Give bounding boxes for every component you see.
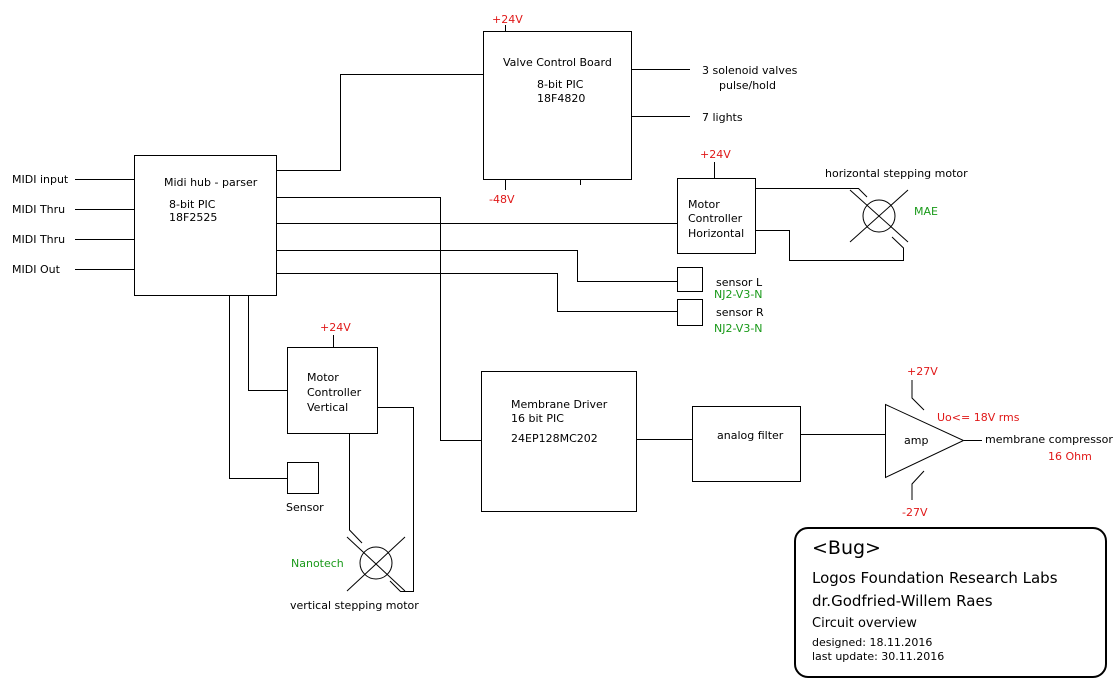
analog-filter-label: analog filter — [717, 429, 784, 442]
sensor-r-label: sensor R — [716, 306, 764, 319]
midi-thru-label-1: MIDI Thru — [12, 203, 66, 216]
amp-triangle — [885, 403, 965, 479]
solenoids-mode-label: pulse/hold — [719, 79, 776, 92]
analog-filter-box — [692, 406, 801, 482]
h-motor-brand: MAE — [914, 205, 938, 218]
sensor-l-label: sensor L — [716, 276, 763, 289]
valve-board-chip: 8-bit PIC — [537, 78, 584, 91]
membrane-driver-name: Membrane Driver — [511, 398, 608, 411]
membrane-label: membrane compressor — [985, 433, 1113, 446]
amp-label: amp — [904, 434, 929, 447]
sensor-l-part: NJ2-V3-N — [714, 288, 763, 301]
valve-board-box — [483, 31, 632, 180]
motor-h-line3: Horizontal — [688, 227, 745, 240]
midi-hub-chip: 8-bit PIC — [169, 198, 216, 211]
sensor-r-part: NJ2-V3-N — [714, 322, 763, 335]
title-block: <Bug> Logos Foundation Research Labs dr.… — [794, 527, 1107, 678]
valve-board-part: 18F4820 — [537, 92, 586, 105]
motor-h-line1: Motor — [688, 198, 720, 211]
solenoids-label: 3 solenoid valves — [702, 64, 798, 77]
sensor-label: Sensor — [286, 501, 324, 514]
membrane-driver-chip: 16 bit PIC — [511, 412, 564, 425]
motor-h-box — [677, 178, 756, 254]
valve-supply-top: +24V — [492, 13, 523, 26]
motor-v-supply: +24V — [320, 321, 351, 334]
membrane-driver-box — [481, 371, 637, 512]
motor-v-line2: Controller — [307, 386, 362, 399]
amp-spec: Uo<= 18V rms — [937, 411, 1020, 424]
valve-supply-bottom: -48V — [489, 193, 515, 206]
membrane-driver-part: 24EP128MC202 — [511, 432, 598, 445]
midi-out-label: MIDI Out — [12, 263, 60, 276]
h-stepper-circle — [862, 199, 896, 233]
midi-hub-box — [134, 155, 277, 296]
sensor-r-box — [677, 299, 703, 326]
midi-hub-part: 18F2525 — [169, 211, 218, 224]
motor-h-supply: +24V — [700, 148, 731, 161]
midi-input-label: MIDI input — [12, 173, 69, 186]
project-name: <Bug> — [812, 537, 881, 559]
amp-supply-top: +27V — [907, 365, 938, 378]
v-stepper-circle — [359, 546, 393, 580]
motor-v-line1: Motor — [307, 371, 339, 384]
lights-label: 7 lights — [702, 111, 743, 124]
valve-board-name: Valve Control Board — [503, 56, 612, 69]
v-motor-label: vertical stepping motor — [290, 599, 419, 612]
doc-title: Circuit overview — [812, 616, 917, 631]
membrane-impedance: 16 Ohm — [1048, 450, 1092, 463]
motor-h-line2: Controller — [688, 212, 743, 225]
v-motor-brand: Nanotech — [291, 557, 344, 570]
updated-date: last update: 30.11.2016 — [812, 650, 945, 663]
motor-v-box — [287, 347, 378, 434]
sensor-box — [287, 462, 319, 494]
designed-date: designed: 18.11.2016 — [812, 636, 933, 649]
midi-thru-label-2: MIDI Thru — [12, 233, 66, 246]
organization: Logos Foundation Research Labs — [812, 569, 1058, 587]
sensor-l-box — [677, 267, 703, 292]
midi-hub-name: Midi hub - parser — [164, 176, 258, 189]
amp-supply-bottom: -27V — [902, 506, 928, 519]
author: dr.Godfried-Willem Raes — [812, 592, 993, 610]
h-motor-label: horizontal stepping motor — [825, 167, 968, 180]
motor-v-line3: Vertical — [307, 401, 349, 414]
